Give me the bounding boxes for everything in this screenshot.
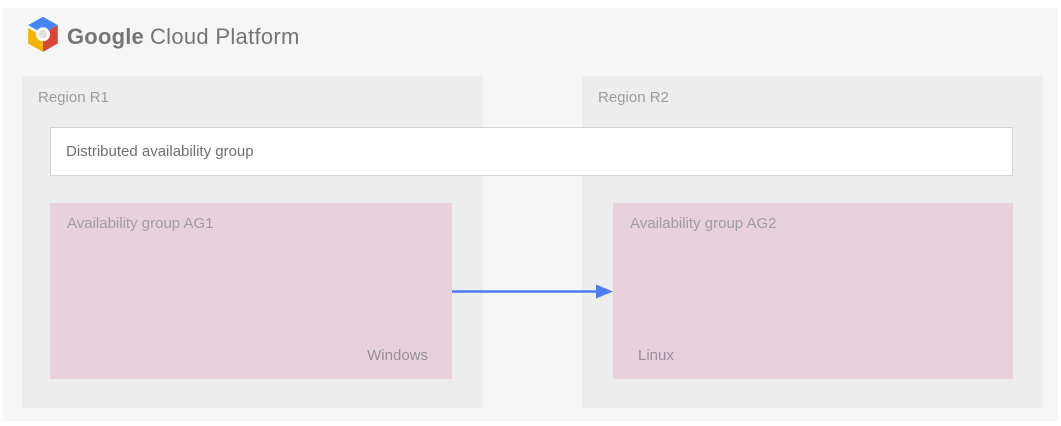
availability-group-ag2-label: Availability group AG2	[630, 215, 777, 232]
region-r2-label: Region R2	[598, 89, 669, 106]
google-cloud-platform-logo-icon	[25, 16, 61, 54]
ag2-os-label: Linux	[638, 347, 674, 364]
ag1-to-ag2-arrow-icon	[452, 284, 613, 299]
distributed-availability-group-label: Distributed availability group	[66, 143, 254, 160]
availability-group-ag1-label: Availability group AG1	[67, 215, 214, 232]
region-r1-label: Region R1	[38, 89, 109, 106]
brand-cloud-platform: Cloud Platform	[149, 24, 300, 49]
availability-group-ag2-box: Availability group AG2 Linux	[613, 203, 1013, 379]
distributed-availability-group-box: Distributed availability group	[50, 127, 1013, 176]
brand-google: Google	[67, 24, 144, 49]
availability-group-ag1-box: Availability group AG1 Windows	[50, 203, 452, 379]
ag1-os-label: Windows	[367, 347, 428, 364]
